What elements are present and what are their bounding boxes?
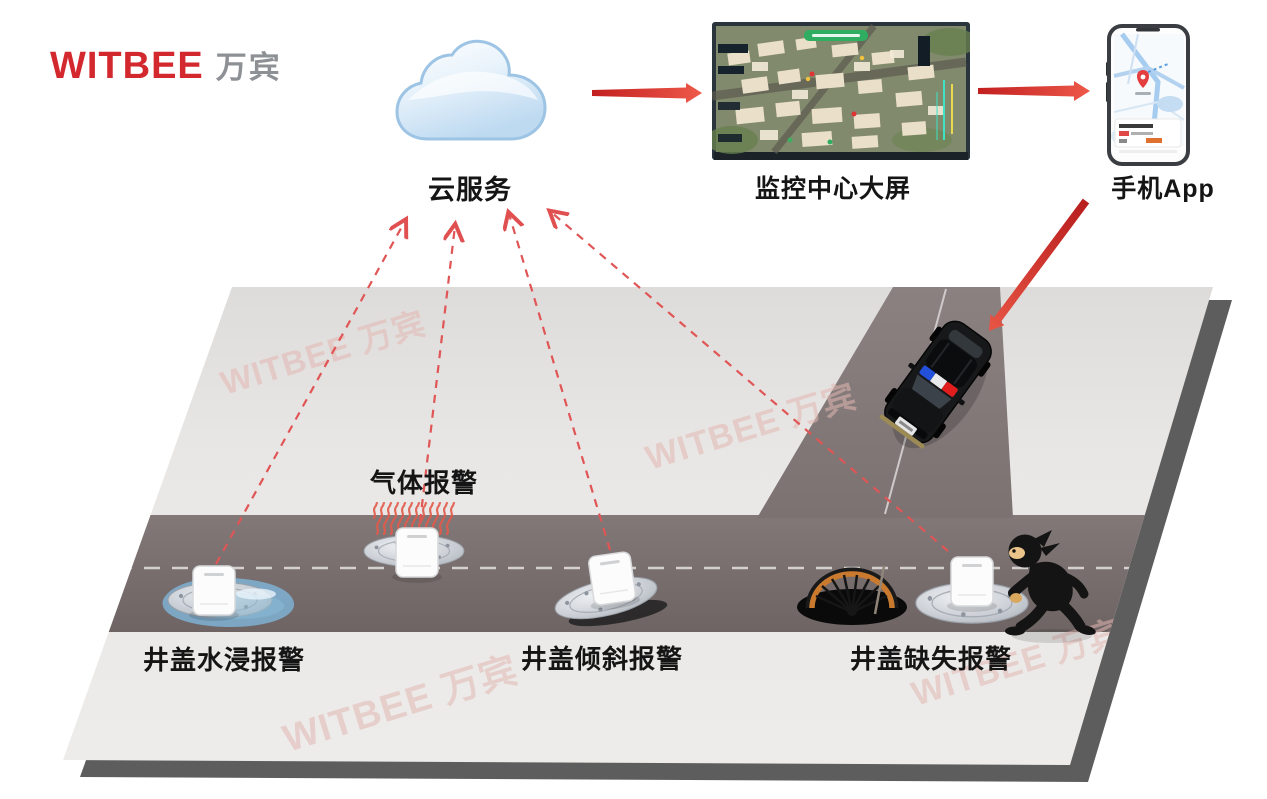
brand-logo-cn-text: 万宾 <box>215 50 282 85</box>
water-alarm-label: 井盖水浸报警 <box>142 645 306 675</box>
uplink-arrow-water <box>215 221 405 565</box>
app-label: 手机App <box>1111 175 1215 203</box>
gas-alarm-label: 气体报警 <box>369 468 479 498</box>
brand-logo-text: WITBEE <box>50 45 204 87</box>
uplink-arrow-gas <box>418 226 455 523</box>
manhole-water-group <box>162 565 295 627</box>
phone-app-icon <box>1106 24 1190 166</box>
sensor-device-icon <box>188 565 240 622</box>
sensor-device-icon <box>391 527 443 584</box>
ninja-thief-icon <box>1005 530 1096 643</box>
open-manhole-icon <box>797 565 907 625</box>
cloud-label: 云服务 <box>428 175 512 205</box>
police-car-icon <box>879 320 992 449</box>
uplink-arrow-tilt <box>509 214 612 551</box>
cloud-icon <box>395 39 547 141</box>
sensor-device-icon <box>946 556 998 613</box>
arrow-app-to-police-car <box>989 198 1090 331</box>
monitor-label: 监控中心大屏 <box>754 175 912 203</box>
arrow-monitor-to-phone <box>978 81 1090 101</box>
missing-alarm-label: 井盖缺失报警 <box>849 644 1013 674</box>
tilt-alarm-label: 井盖倾斜报警 <box>520 644 684 674</box>
arrow-cloud-to-monitor <box>592 83 702 103</box>
uplink-arrow-missing <box>551 212 949 552</box>
monitor-screen-icon <box>712 22 970 160</box>
brand-logo: WITBEE 万宾 <box>50 42 282 88</box>
manhole-tilt-group <box>550 550 668 628</box>
